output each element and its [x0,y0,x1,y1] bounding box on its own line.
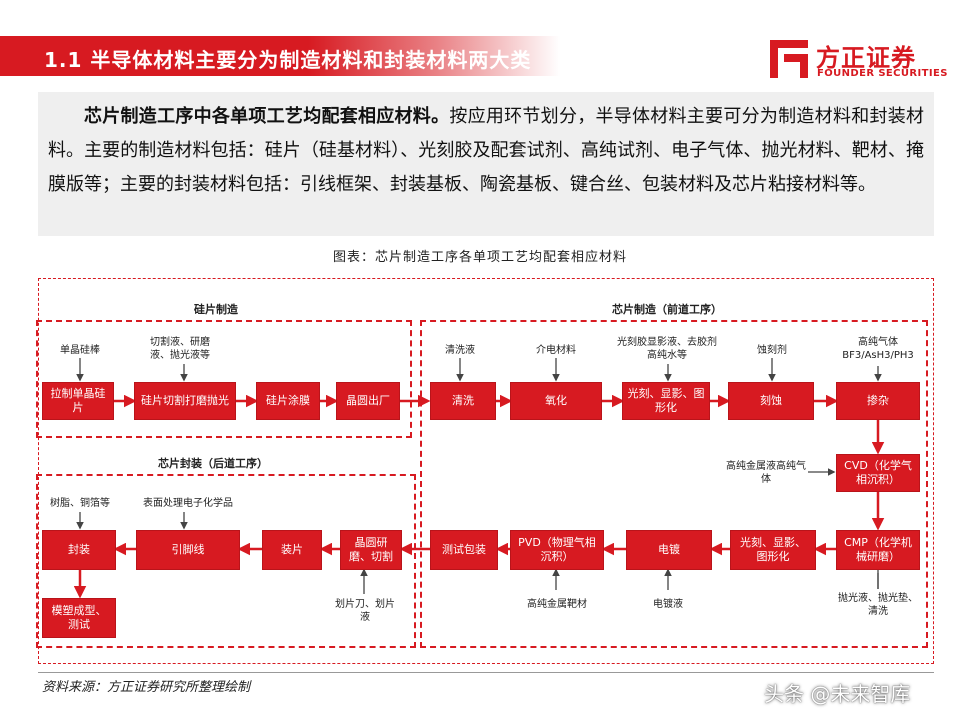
process-molding-test: 模塑成型、测试 [42,598,116,638]
process-wire-bond: 引脚线 [136,530,240,570]
watermark: 头条 @未来智库 [764,682,911,706]
process-cvd: CVD（化学气相沉积） [836,454,920,492]
process-electroplating: 电镀 [626,530,712,570]
process-pvd: PVD（物理气相沉积） [510,530,604,570]
process-wafer-coating: 硅片涂膜 [256,382,320,420]
group-backend-title: 芯片封装（后道工序） [158,457,268,470]
brand-name-cn: 方正证券 [816,44,916,72]
material-etchant: 蚀刻剂 [757,345,787,356]
process-oxidation: 氧化 [510,382,602,420]
process-wafer-grind-dice: 晶圆研磨、切割 [340,530,402,570]
material-dielectric: 介电材料 [536,345,576,356]
header-bar [0,36,560,76]
material-photoresist: 光刻胶显影液、去胶剂高纯水等 [617,337,717,361]
process-wafer-shipment: 晶圆出厂 [336,382,400,420]
source-note: 资料来源：方正证券研究所整理绘制 [42,680,251,695]
brand-name-en: FOUNDER SECURITIES [817,68,948,79]
process-pull-silicon: 拉制单晶硅片 [42,382,114,420]
material-plating-solution: 电镀液 [653,599,683,610]
process-encapsulation: 封装 [42,530,116,570]
process-die-attach: 装片 [262,530,322,570]
group-backend [36,474,416,648]
material-cleaning-fluid: 清洗液 [445,345,475,356]
summary-lead: 芯片制造工序中各单项工艺均配套相应材料。 [84,106,450,127]
process-lithography: 光刻、显影、图形化 [622,382,710,420]
material-surface-chemicals: 表面处理电子化学品 [143,498,233,509]
group-frontend-title: 芯片制造（前道工序） [612,303,722,316]
footer-divider [38,672,934,673]
page-title: 1.1 半导体材料主要分为制造材料和封装材料两大类 [44,48,532,72]
group-wafer-title: 硅片制造 [194,303,238,316]
material-polishing: 抛光液、抛光垫、清洗 [838,593,918,617]
material-cutting-fluids: 切割液、研磨液、抛光液等 [150,337,210,361]
founder-logo-icon [770,40,808,78]
group-frontend [420,320,928,648]
summary-paragraph: 芯片制造工序中各单项工艺均配套相应材料。按应用环节划分，半导体材料主要可分为制造… [48,100,924,202]
process-etching: 刻蚀 [728,382,814,420]
diagram-frame [38,278,934,664]
process-lithography-2: 光刻、显影、图形化 [730,530,816,570]
material-resin-copper: 树脂、铜箔等 [50,498,110,509]
summary-box: 芯片制造工序中各单项工艺均配套相应材料。按应用环节划分，半导体材料主要可分为制造… [38,92,934,236]
process-doping: 掺杂 [836,382,920,420]
process-test-package: 测试包装 [430,530,498,570]
material-metal-target: 高纯金属靶材 [527,599,587,610]
material-metal-liquid-gas: 高纯金属液高纯气体 [726,461,806,485]
material-high-purity-gas: 高纯气体BF3/AsH3/PH3 [842,337,914,361]
summary-body: 按应用环节划分，半导体材料主要可分为制造材料和封装材料。主要的制造材料包括：硅片… [48,106,925,195]
group-wafer [36,320,412,438]
process-cmp: CMP（化学机械研磨） [836,530,920,570]
material-dicing-blade: 划片刀、划片液 [335,599,395,623]
figure-caption: 图表：芯片制造工序各单项工艺均配套相应材料 [332,250,627,265]
process-wafer-cut-polish: 硅片切割打磨抛光 [134,382,236,420]
process-cleaning: 清洗 [430,382,496,420]
material-silicon-ingot: 单晶硅棒 [60,345,100,356]
